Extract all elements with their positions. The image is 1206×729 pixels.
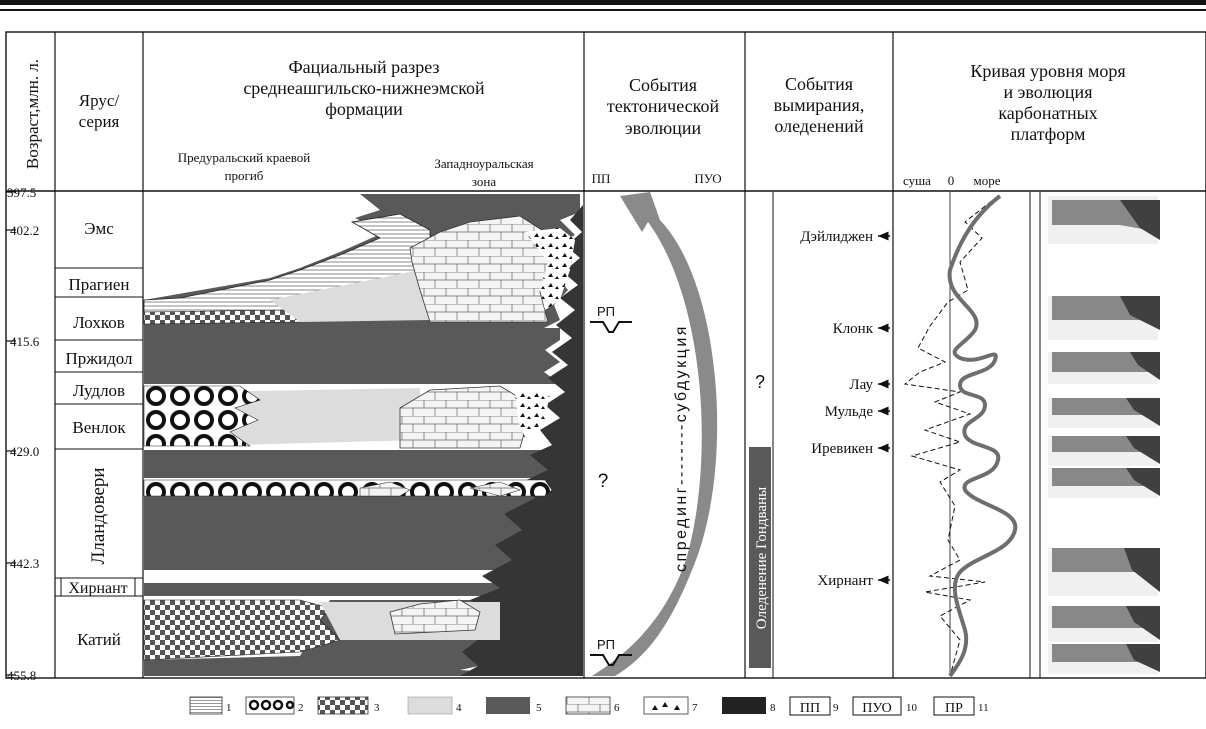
legend-number: 7 — [692, 702, 698, 714]
tectonic-arrow-label: спрединг--------субдукция — [673, 324, 690, 572]
tectonic-right-label: ПУО — [694, 171, 721, 186]
rifting-label-bottom: РП — [597, 637, 615, 652]
legend-swatch-4 — [407, 696, 453, 715]
legend-box-puo — [852, 696, 902, 716]
stage-ludlow: Лудлов — [73, 381, 125, 400]
stage-pragian: Прагиен — [68, 275, 129, 294]
tectonic-column: спрединг--------субдукция РП ? РП — [590, 192, 718, 676]
tectonic-header-line2: тектонической — [607, 96, 720, 116]
legend-number: 1 — [226, 702, 232, 714]
legend-number: 9 — [833, 702, 839, 714]
sea-label: море — [974, 173, 1001, 188]
glaciation-label: Оледенение Гондваны — [754, 487, 770, 629]
extinction-header-line1: События — [785, 74, 853, 94]
stage-lochkovian: Лохков — [73, 313, 125, 332]
foredeep-label-line2: прогиб — [225, 168, 264, 183]
legend-swatch-1 — [189, 696, 223, 715]
sealevel-dashed-curve — [903, 195, 999, 677]
legend-box-pp-label: ПП — [800, 701, 820, 716]
legend-box-pr — [933, 696, 975, 716]
hirnant-box — [60, 577, 136, 597]
sealevel-header-line2: и эволюция — [1004, 82, 1093, 102]
legend-swatch-2-rings — [248, 699, 295, 711]
table-frame — [5, 31, 1206, 679]
legend-number: 3 — [374, 702, 380, 714]
legend-box-pp — [789, 696, 831, 716]
legend-box-puo-label: ПУО — [862, 701, 891, 716]
legend-swatch-3 — [317, 696, 369, 715]
stage-hirnantian: Хирнант — [68, 580, 127, 597]
top-rule — [0, 0, 1206, 5]
extinction-event-label: Клонк — [833, 321, 874, 337]
sealevel-column — [903, 192, 1160, 678]
top-rule-thin — [0, 9, 1206, 11]
extinction-header-line2: вымирания, — [774, 95, 865, 115]
age-tick-label: 442.3 — [10, 556, 39, 571]
stage-llandovery: Лландовери — [88, 467, 109, 564]
sealevel-solid-curve — [947, 194, 1018, 678]
rifting-symbol-bottom — [590, 654, 632, 666]
stage-wenlock: Венлок — [72, 418, 126, 437]
tectonic-question-mark: ? — [598, 471, 609, 492]
age-axis-title: Возраст,млн. л. — [23, 59, 42, 169]
westzone-label-line2: зона — [472, 174, 497, 189]
tectonic-header-line3: эволюции — [625, 118, 702, 138]
zero-label: 0 — [948, 173, 955, 188]
rifting-symbol-top — [590, 321, 632, 333]
age-tick-label: 402.2 — [10, 223, 39, 238]
facies-header-line2: среднеашгильско-нижнеэмской — [243, 78, 485, 98]
age-axis: 397.5 402.2 415.6 429.0 442.3 455.8 — [6, 185, 40, 683]
land-label: суша — [903, 173, 931, 188]
legend-swatch-6 — [565, 696, 611, 715]
carbonate-platforms — [1048, 196, 1160, 674]
age-tick-label: 397.5 — [7, 185, 36, 200]
spreading-subduction-arrow — [592, 192, 718, 676]
stage-emsian: Эмс — [84, 219, 114, 238]
extinction-question-mark: ? — [755, 372, 765, 392]
age-tick-label: 455.8 — [7, 668, 36, 683]
stage-pridoli: Пржидол — [65, 349, 133, 368]
legend-box-pr-label: ПР — [945, 701, 963, 716]
legend: 1 2 3 4 5 6 7 8 ПП 9 ПУО 10 ПР 11 — [189, 696, 989, 716]
stage-header-line1: Ярус/ — [79, 91, 120, 110]
tectonic-left-label: ПП — [592, 171, 611, 186]
rifting-label-top: РП — [597, 304, 615, 319]
legend-number: 5 — [536, 702, 542, 714]
sealevel-header-line1: Кривая уровня моря — [970, 61, 1125, 81]
sealevel-header-line3: карбонатных — [998, 103, 1097, 123]
tectonic-header-line1: События — [629, 75, 697, 95]
legend-number: 11 — [978, 702, 989, 714]
legend-number: 4 — [456, 702, 462, 714]
legend-number: 8 — [770, 702, 776, 714]
legend-number: 6 — [614, 702, 620, 714]
extinction-header-line3: оледенений — [774, 116, 864, 136]
legend-number: 10 — [906, 702, 918, 714]
extinction-event-label: Лау — [849, 377, 873, 393]
extinction-event-label: Дэйлиджен — [800, 229, 873, 245]
extinction-event-label: Хирнант — [817, 573, 873, 589]
glaciation-bar — [749, 447, 771, 668]
legend-number: 2 — [298, 702, 304, 714]
sealevel-header-line4: платформ — [1011, 124, 1086, 144]
legend-swatch-5 — [486, 697, 530, 714]
facies-section — [143, 192, 583, 676]
legend-swatch-8 — [722, 697, 766, 714]
extinction-event-label: Иревикен — [811, 441, 873, 457]
extinction-column: Оледенение Гондваны ? ДэйлидженКлонкЛауМ… — [749, 192, 890, 678]
facies-header-line1: Фациальный разрез — [288, 57, 439, 77]
legend-swatch-7-triangles — [652, 702, 680, 710]
facies-header-line3: формации — [325, 99, 403, 119]
westzone-label-line1: Западноуральская — [434, 156, 533, 171]
stage-katian: Катий — [77, 630, 121, 649]
foredeep-label-line1: Предуральский краевой — [178, 150, 311, 165]
age-tick-label: 415.6 — [10, 334, 40, 349]
stage-header-line2: серия — [79, 112, 120, 131]
extinction-event-label: Мульде — [825, 404, 874, 420]
age-tick-label: 429.0 — [10, 444, 39, 459]
